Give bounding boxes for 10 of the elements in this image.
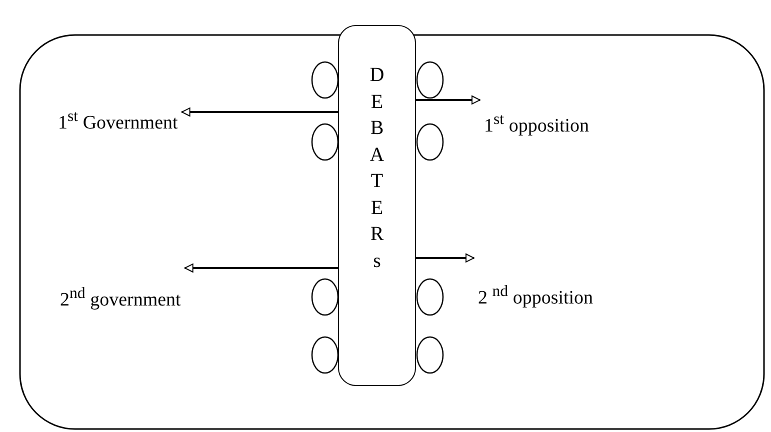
table-label: D E B A T E R s (368, 63, 386, 274)
team-label: 2$^{nd}$ government (60, 285, 181, 312)
arrow (416, 96, 480, 104)
debate-table (338, 25, 416, 386)
arrow (184, 264, 338, 272)
arrow (181, 108, 338, 116)
team-label: 1$^{st}$ Government (58, 108, 178, 136)
team-label: 1$^{st}$ opposition (484, 111, 590, 138)
arrow (416, 254, 474, 262)
team-label: 2 $^{nd}$ opposition (478, 283, 594, 310)
